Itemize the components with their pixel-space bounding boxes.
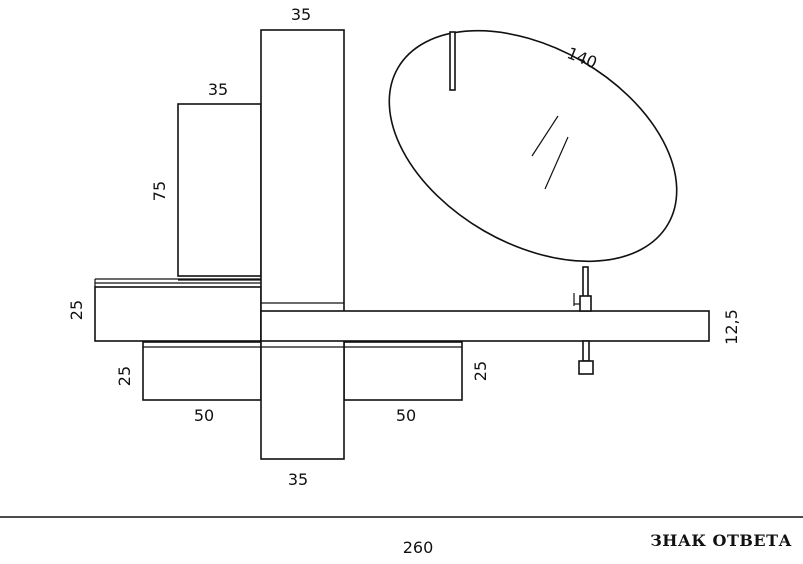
total-width-dimension: 260 xyxy=(403,538,434,557)
tall-cabinet-bottom-dimension: 35 xyxy=(288,470,308,489)
tall-cabinet xyxy=(260,29,345,460)
mirror-reflection-line xyxy=(544,136,569,190)
drawer-right-width-dimension: 50 xyxy=(396,406,416,425)
countertop-thickness-dimension: 12,5 xyxy=(722,309,741,345)
wall-cabinet xyxy=(177,103,262,281)
drawer-left-height-dimension: 25 xyxy=(115,366,134,386)
drawer-right xyxy=(343,341,463,401)
mirror-lamp xyxy=(449,31,456,91)
mirror-reflection-line xyxy=(531,115,559,157)
left-console-height-dimension: 25 xyxy=(67,300,86,320)
left-console xyxy=(94,278,262,342)
wall-cabinet-width-dimension: 35 xyxy=(208,80,228,99)
tall-cabinet-top-dimension: 35 xyxy=(291,5,311,24)
brand-label: ЗНАК ОТВЕТА xyxy=(650,531,792,550)
countertop xyxy=(260,310,710,342)
drain-icon xyxy=(578,340,594,375)
drawer-right-height-dimension: 25 xyxy=(471,361,490,381)
wall-cabinet-height-dimension: 75 xyxy=(150,181,169,201)
mirror xyxy=(388,29,678,263)
faucet-icon xyxy=(573,266,592,312)
drawer-left-width-dimension: 50 xyxy=(194,406,214,425)
drawer-left xyxy=(142,341,262,401)
